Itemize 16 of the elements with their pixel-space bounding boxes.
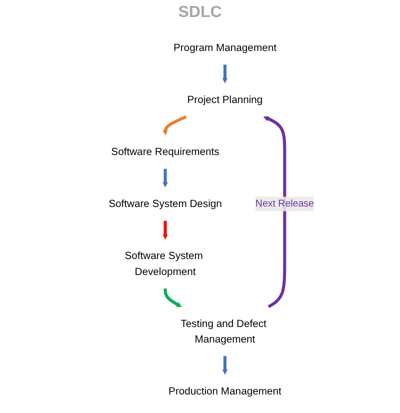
node-text: Software System Development xyxy=(124,250,203,278)
node-text: Production Management xyxy=(168,385,282,397)
arrow xyxy=(162,115,187,136)
arrow xyxy=(222,356,228,375)
diagram-label: SDLC xyxy=(178,4,222,21)
arrow xyxy=(162,220,168,240)
node-text: Software Requirements xyxy=(111,146,220,158)
arrow xyxy=(263,116,286,308)
edge-label: Next Release xyxy=(255,198,314,209)
node-text: Program Management xyxy=(173,42,276,54)
node-text: Project Planning xyxy=(187,94,263,106)
arrow xyxy=(164,288,182,307)
node-text: Software System Design xyxy=(108,198,222,210)
arrow xyxy=(162,168,168,188)
arrow xyxy=(222,64,228,84)
node-text: Testing and Defect Management xyxy=(180,318,266,345)
